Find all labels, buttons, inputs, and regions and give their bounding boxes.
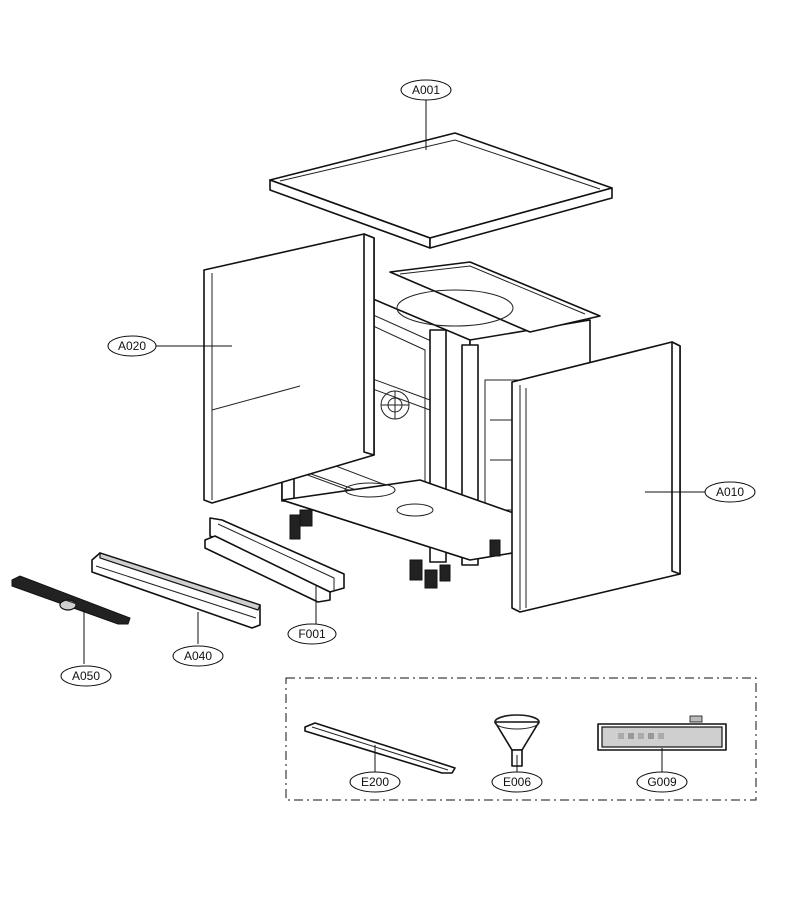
svg-text:A050: A050	[72, 669, 100, 683]
kick-plate-part	[204, 517, 345, 603]
callout-a001: A001	[400, 79, 452, 101]
callout-e006: E006	[491, 771, 543, 793]
sealing-strip-part	[304, 722, 456, 774]
callout-a010: A010	[704, 481, 756, 503]
svg-text:A020: A020	[118, 339, 146, 353]
label-part	[597, 715, 727, 751]
callout-f001: F001	[287, 623, 337, 645]
svg-text:E200: E200	[361, 775, 389, 789]
callout-a050: A050	[60, 665, 112, 687]
callout-e200: E200	[349, 771, 401, 793]
right-side-panel-part	[511, 341, 681, 613]
svg-text:E006: E006	[503, 775, 531, 789]
callout-g009: G009	[636, 771, 688, 793]
front-trim-part	[91, 552, 261, 629]
callout-a040: A040	[172, 645, 224, 667]
callout-a020: A020	[107, 335, 157, 357]
svg-text:A001: A001	[412, 83, 440, 97]
top-panel-part	[269, 132, 613, 249]
accessory-group-box	[285, 677, 757, 801]
svg-text:A040: A040	[184, 649, 212, 663]
svg-text:F001: F001	[298, 627, 326, 641]
svg-text:A010: A010	[716, 485, 744, 499]
left-side-panel-part	[203, 233, 375, 504]
spray-arm-part	[11, 575, 131, 625]
leader-lines	[83, 100, 706, 772]
svg-text:G009: G009	[647, 775, 677, 789]
